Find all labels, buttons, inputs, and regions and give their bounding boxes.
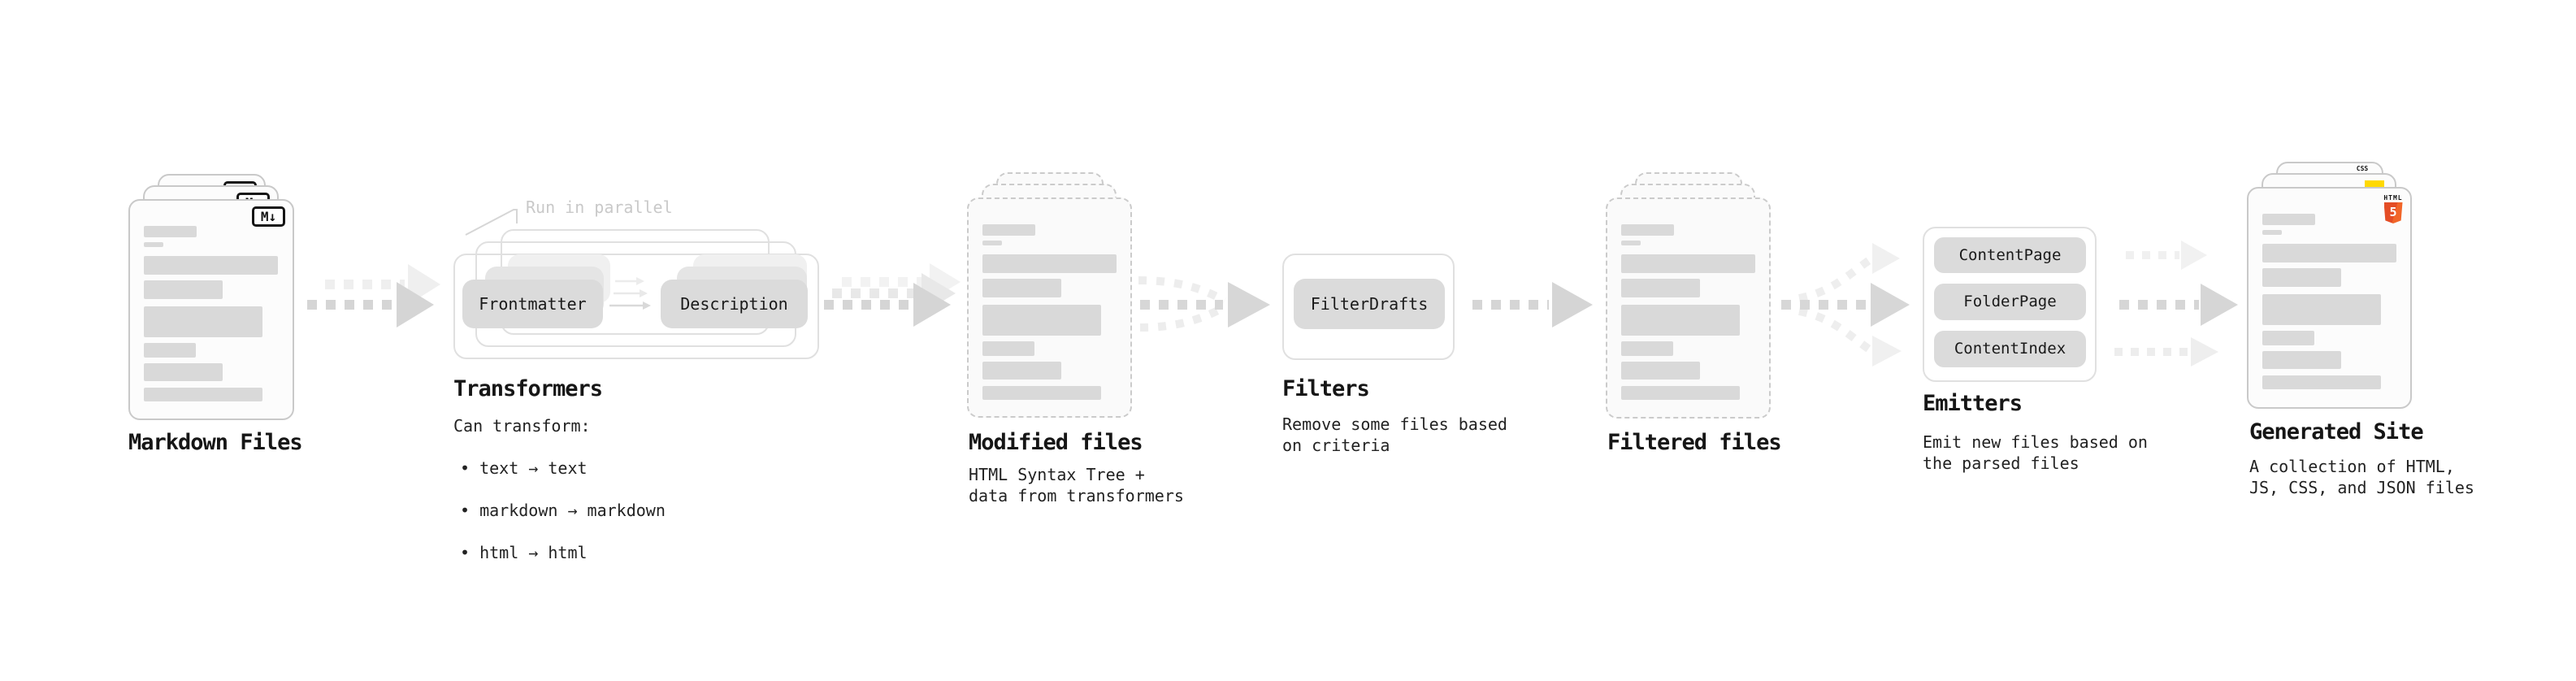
generated-site-stack: CSS HTML 5 [2247,162,2412,409]
filters-desc: Remove some files based on criteria [1282,414,1507,455]
css-label: CSS [2356,165,2369,172]
content-bar [144,363,223,381]
html5-label: HTML [2383,194,2403,202]
parallel-leader-line-icon [465,209,518,236]
generated-site-desc: A collection of HTML, JS, CSS, and JSON … [2249,457,2474,497]
content-bar [1621,279,1700,297]
chip-frontmatter: Frontmatter [462,280,603,328]
arrow-filtered-to-emitters-icon [1781,243,1910,367]
content-bar [144,388,262,401]
document-page: M↓ [128,199,294,420]
chip-folderpage: FolderPage [1934,284,2086,320]
chip-filterdrafts: FilterDrafts [1294,279,1445,329]
content-bar [982,341,1034,356]
bullet-item: • markdown → markdown [460,501,666,520]
run-in-parallel-note: Run in parallel [526,197,673,217]
document-page [1606,197,1771,419]
markdown-files-stack: M↓ M↓ M↓ [128,174,294,420]
transformers-bullets: • text → text • markdown → markdown • ht… [460,436,666,584]
emitters-desc: Emit new files based on the parsed files [1923,432,2148,473]
content-bar [144,256,278,275]
content-bar [982,241,1002,245]
html5-shield: 5 [2383,202,2403,223]
document-page [967,197,1132,418]
content-bar [2262,375,2381,389]
content-bar [1621,241,1641,245]
content-bar [982,362,1061,380]
content-bar [144,280,223,299]
arrow-filters-to-filtered-icon [1472,282,1593,327]
generated-site-label: Generated Site [2249,419,2424,445]
content-bar [2262,244,2396,262]
chip-description: Description [661,280,808,328]
html5-icon: HTML 5 [2382,194,2405,223]
js-icon [2365,180,2384,189]
content-bar [1621,254,1755,273]
content-bar [1621,224,1674,236]
bullet-item: • html → html [460,543,588,562]
markdown-icon: M↓ [252,206,285,227]
arrow-markdown-to-transformers-icon [307,264,440,327]
modified-files-desc: HTML Syntax Tree + data from transformer… [969,465,1184,505]
content-bar [982,386,1101,400]
content-bar [982,305,1101,336]
arrow-emitters-to-site-icon [2114,241,2238,367]
content-bar [1621,341,1673,356]
arrow-transformers-to-modified-icon [824,263,961,327]
transformers-box-front [453,254,819,359]
content-bar [144,242,163,247]
document-page: HTML 5 [2247,187,2412,409]
emitters-label: Emitters [1923,391,2023,416]
content-bar [2262,268,2341,287]
chip-contentpage: ContentPage [1934,237,2086,273]
content-bar [1621,386,1740,400]
markdown-files-label: Markdown Files [128,430,303,455]
content-bar [144,343,196,358]
content-bar [2262,331,2314,345]
content-bar [2262,294,2381,325]
content-bar [982,279,1061,297]
transformers-desc-title: Can transform: [453,416,591,436]
content-bar [2262,214,2315,225]
content-bar [144,306,262,337]
content-bar [1621,305,1740,336]
content-bar [982,224,1035,236]
arrow-modified-to-filters-icon [1138,276,1270,332]
bullet-item: • text → text [460,458,588,478]
content-bar [1621,362,1700,380]
content-bar [2262,351,2341,369]
transformers-label: Transformers [453,376,603,401]
filtered-files-stack [1606,172,1771,419]
content-bar [144,226,197,237]
filters-label: Filters [1282,376,1370,401]
modified-files-label: Modified files [969,430,1143,455]
content-bar [982,254,1117,273]
filtered-files-label: Filtered files [1607,430,1782,455]
parallel-mini-arrows-icon [609,277,651,310]
content-bar [2262,230,2282,235]
modified-files-stack [967,172,1132,418]
chip-contentindex: ContentIndex [1934,331,2086,367]
